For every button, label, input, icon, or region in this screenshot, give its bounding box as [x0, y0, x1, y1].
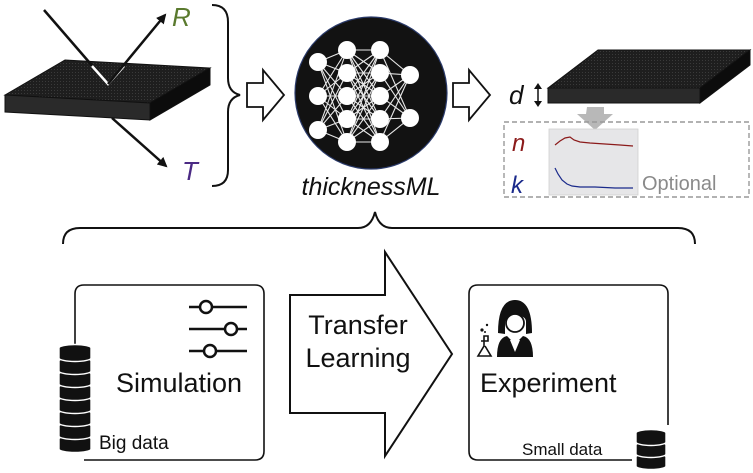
transmitted-ray [111, 117, 168, 168]
nn-node [371, 64, 389, 82]
database-disk [635, 428, 667, 447]
nn-node [371, 41, 389, 59]
database-disk [58, 343, 92, 363]
curly-brace-icon [211, 4, 241, 187]
nn-node [401, 66, 419, 84]
neural-network-icon [294, 16, 448, 170]
nn-node [338, 133, 356, 151]
sample-slab-icon [3, 59, 212, 121]
down-arrow-icon [577, 107, 613, 130]
optional-box [503, 121, 750, 198]
large-brace-icon [62, 211, 696, 245]
nn-node [338, 64, 356, 82]
big-database-icon [58, 343, 92, 454]
thickness-arrow-icon [534, 83, 542, 107]
sliders-icon [189, 299, 247, 359]
nn-node [309, 87, 327, 105]
output-slab-icon [546, 48, 752, 105]
optional-label: Optional [642, 173, 717, 195]
big-data-label: Big data [99, 433, 169, 454]
experiment-label: Experiment [480, 368, 617, 398]
transmit-label: T [182, 156, 200, 186]
hollow-arrow-icon [452, 67, 492, 123]
nn-node [371, 87, 389, 105]
nn-node [338, 110, 356, 128]
experiment-box [468, 284, 669, 461]
reflect-label: R [172, 2, 191, 32]
thickness-label: d [509, 80, 525, 110]
nk-plot-icon [548, 128, 639, 196]
nn-node [371, 133, 389, 151]
nn-node [309, 121, 327, 139]
small-data-label: Small data [522, 440, 603, 459]
scientist-icon [476, 300, 533, 357]
transfer-line1: Transfer [308, 310, 408, 340]
nn-node [338, 87, 356, 105]
transfer-line2: Learning [305, 343, 410, 373]
small-database-icon [635, 428, 667, 471]
nn-node [338, 41, 356, 59]
hollow-arrow-icon [246, 67, 286, 123]
model-name: thicknessML [302, 173, 441, 201]
nn-node [371, 110, 389, 128]
n-label: n [512, 130, 525, 157]
simulation-box [74, 284, 265, 461]
nn-node [401, 109, 419, 127]
simulation-label: Simulation [116, 368, 242, 398]
reflected-ray [107, 13, 167, 85]
transfer-arrow-icon [289, 248, 454, 460]
k-label: k [511, 172, 525, 199]
nn-node [309, 53, 327, 71]
